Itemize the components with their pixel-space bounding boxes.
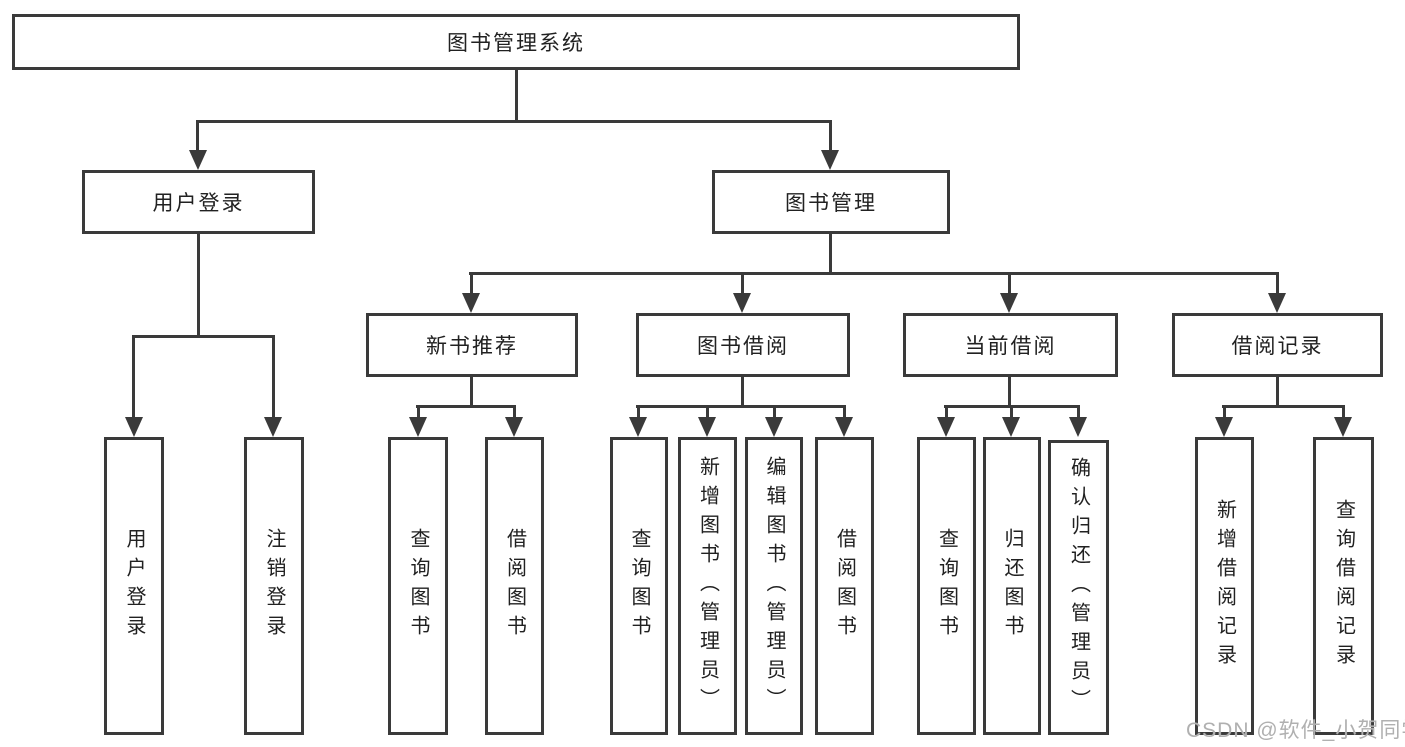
connector-borrow-record-stem	[1276, 377, 1279, 408]
connector-current-borrow-drop	[1010, 405, 1013, 420]
connector-book-borrow-stem	[741, 377, 744, 408]
arrow-down-icon	[1268, 293, 1286, 313]
connector-new-book-stem	[470, 377, 473, 408]
node-book-management: 图书管理	[712, 170, 950, 234]
connector-root-hline	[196, 120, 832, 123]
node-leaf-borrow-books: 借阅图书	[815, 437, 874, 735]
node-book-management-label: 图书管理	[785, 192, 877, 215]
node-leaf-query-borrow-record: 查询借阅记录	[1313, 437, 1374, 735]
connector-book-borrow-drop	[637, 405, 640, 420]
arrow-down-icon	[462, 293, 480, 313]
connector-new-book-drop	[417, 405, 420, 420]
connector-root-drop-left	[196, 120, 199, 153]
node-book-borrow: 图书借阅	[636, 313, 850, 377]
leaf-label: 借阅图书	[833, 528, 856, 644]
arrow-down-icon	[1334, 417, 1352, 437]
arrow-down-icon	[1069, 417, 1087, 437]
node-leaf-add-borrow-record: 新增借阅记录	[1195, 437, 1254, 735]
node-leaf-query-books-recommend: 查询图书	[388, 437, 448, 735]
node-leaf-edit-books-admin: 编辑图书（管理员）	[745, 437, 803, 735]
watermark: CSDN @软件_小贺同学	[1186, 719, 1405, 742]
arrow-down-icon	[125, 417, 143, 437]
node-new-book-recommend-label: 新书推荐	[426, 335, 518, 358]
node-borrow-record: 借阅记录	[1172, 313, 1383, 377]
connector-book-mgmt-hline	[469, 272, 1279, 275]
connector-root-stem	[515, 68, 518, 123]
arrow-down-icon	[698, 417, 716, 437]
node-leaf-borrow-books-recommend: 借阅图书	[485, 437, 544, 735]
arrow-down-icon	[1002, 417, 1020, 437]
connector-book-borrow-hline	[636, 405, 846, 408]
node-leaf-confirm-return-admin: 确认归还（管理员）	[1048, 440, 1109, 735]
connector-new-book-drop	[513, 405, 516, 420]
connector-borrow-record-hline	[1222, 405, 1345, 408]
node-leaf-logout: 注销登录	[244, 437, 304, 735]
connector-current-borrow-drop	[945, 405, 948, 420]
leaf-label: 用户登录	[123, 528, 145, 644]
node-leaf-add-books-admin: 新增图书（管理员）	[678, 437, 737, 735]
node-leaf-query-books-borrow: 查询图书	[610, 437, 668, 735]
leaf-label: 编辑图书（管理员）	[763, 455, 785, 717]
leaf-label: 查询图书	[407, 528, 429, 644]
leaf-label: 新增图书（管理员）	[696, 455, 719, 717]
arrow-down-icon	[409, 417, 427, 437]
connector-root-drop-right	[829, 120, 832, 153]
connector-book-mgmt-drop	[470, 272, 473, 296]
leaf-label: 新增借阅记录	[1213, 499, 1236, 673]
node-root: 图书管理系统	[12, 14, 1020, 70]
connector-book-mgmt-drop	[1276, 272, 1279, 296]
arrow-down-icon	[1000, 293, 1018, 313]
connector-new-book-hline	[416, 405, 516, 408]
node-user-login: 用户登录	[82, 170, 315, 234]
connector-book-borrow-drop	[843, 405, 846, 420]
connector-current-borrow-stem	[1008, 377, 1011, 408]
arrow-down-icon	[1215, 417, 1233, 437]
connector-book-mgmt-drop	[741, 272, 744, 296]
node-book-borrow-label: 图书借阅	[697, 335, 789, 358]
connector-borrow-record-drop	[1342, 405, 1345, 420]
connector-book-borrow-drop	[706, 405, 709, 420]
arrow-down-icon	[189, 150, 207, 170]
leaf-label: 查询图书	[628, 528, 650, 644]
leaf-label: 注销登录	[263, 528, 285, 644]
connector-borrow-record-drop	[1223, 405, 1226, 420]
node-root-label: 图书管理系统	[447, 32, 585, 55]
arrow-down-icon	[765, 417, 783, 437]
arrow-down-icon	[505, 417, 523, 437]
node-leaf-user-login: 用户登录	[104, 437, 164, 735]
leaf-label: 归还图书	[1001, 528, 1023, 644]
arrow-down-icon	[733, 293, 751, 313]
arrow-down-icon	[264, 417, 282, 437]
node-current-borrow-label: 当前借阅	[964, 335, 1057, 358]
arrow-down-icon	[629, 417, 647, 437]
connector-current-borrow-drop	[1077, 405, 1080, 420]
connector-book-borrow-drop	[773, 405, 776, 420]
arrow-down-icon	[821, 150, 839, 170]
leaf-label: 确认归还（管理员）	[1067, 457, 1090, 718]
connector-user-login-hline	[132, 335, 275, 338]
node-leaf-query-books-current: 查询图书	[917, 437, 976, 735]
node-leaf-return-books: 归还图书	[983, 437, 1041, 735]
arrow-down-icon	[937, 417, 955, 437]
node-new-book-recommend: 新书推荐	[366, 313, 578, 377]
leaf-label: 借阅图书	[503, 528, 526, 644]
node-user-login-label: 用户登录	[152, 192, 245, 215]
connector-book-mgmt-stem	[829, 234, 832, 275]
leaf-label: 查询借阅记录	[1332, 499, 1355, 673]
node-borrow-record-label: 借阅记录	[1231, 335, 1324, 358]
node-current-borrow: 当前借阅	[903, 313, 1118, 377]
connector-user-login-drop	[272, 335, 275, 420]
connector-user-login-drop	[132, 335, 135, 420]
arrow-down-icon	[835, 417, 853, 437]
leaf-label: 查询图书	[935, 528, 958, 644]
connector-book-mgmt-drop	[1008, 272, 1011, 296]
connector-user-login-stem	[197, 234, 200, 338]
